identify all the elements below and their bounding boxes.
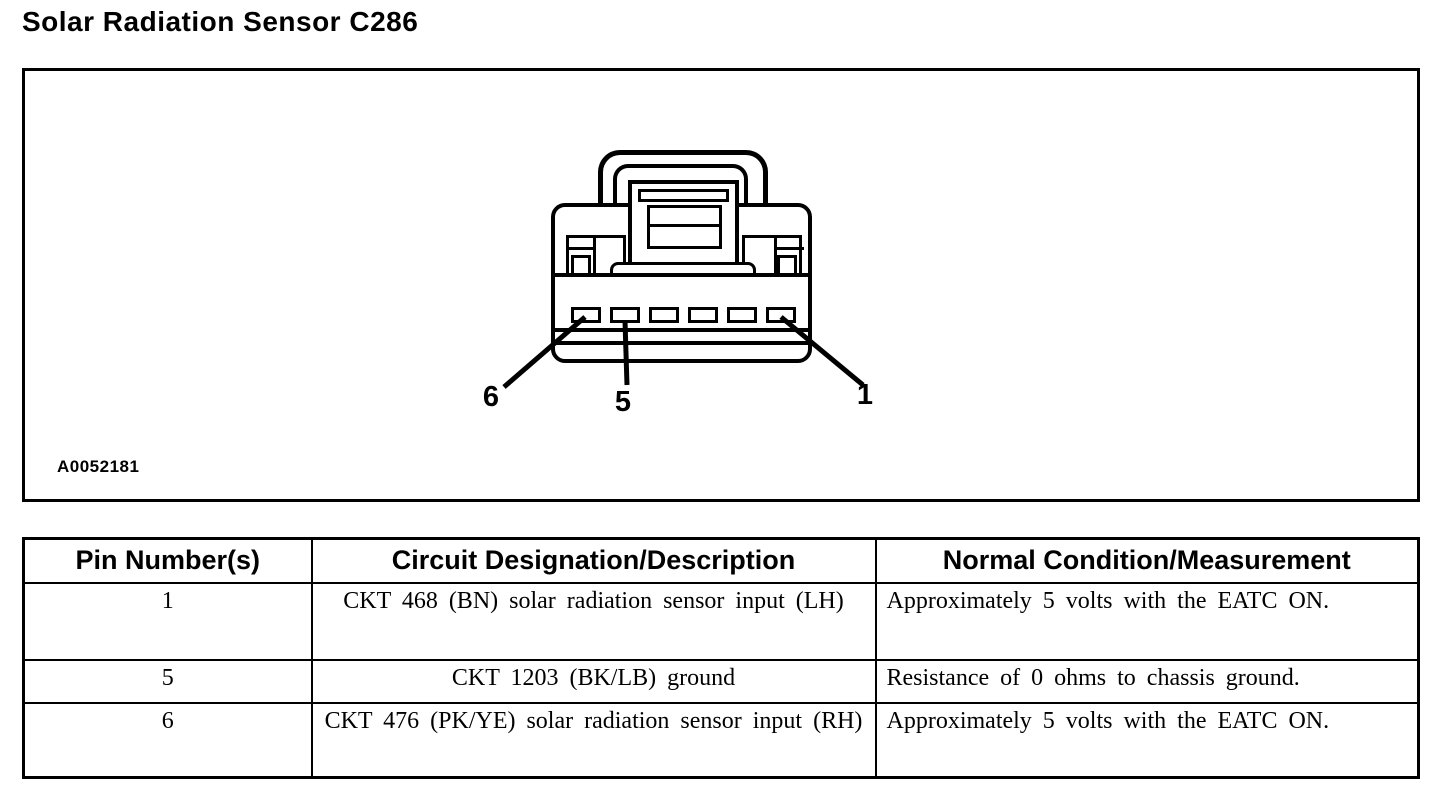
header-pin-number: Pin Number(s): [22, 537, 313, 584]
cell-condition: Approximately 5 volts with the EATC ON.: [874, 581, 1420, 661]
connector-seal-ridge-bottom: [553, 341, 810, 345]
connector-latch-bar: [638, 189, 729, 202]
pin-callout-label-6: 6: [482, 381, 500, 413]
connector-tongue: [610, 262, 756, 274]
pinout-table: Pin Number(s) Circuit Designation/Descri…: [22, 537, 1420, 779]
connector-left-keyway-line: [593, 235, 596, 275]
connector-center-cavity-divider: [647, 224, 722, 227]
pin-cavity-3: [688, 307, 718, 323]
connector-left-keyway-step: [566, 247, 596, 250]
callout-line-pin5: [622, 320, 630, 386]
cell-circuit: CKT 468 (BN) solar radiation sensor inpu…: [310, 581, 877, 661]
callout-line-pin6: [502, 315, 587, 389]
connector-left-keyway: [566, 235, 626, 275]
cell-circuit: CKT 1203 (BK/LB) ground: [310, 658, 877, 704]
connector-right-keyway-slot: [777, 255, 797, 275]
cell-condition: Resistance of 0 ohms to chassis ground.: [874, 658, 1420, 704]
pin-callout-label-5: 5: [614, 386, 632, 418]
table-row: 1 CKT 468 (BN) solar radiation sensor in…: [22, 581, 1420, 661]
cell-condition: Approximately 5 volts with the EATC ON.: [874, 701, 1420, 779]
figure-id: A0052181: [57, 457, 140, 476]
connector-right-keyway: [742, 235, 802, 275]
page-title: Solar Radiation Sensor C286: [22, 6, 419, 37]
connector-body-divider: [553, 273, 810, 277]
connector-latch-outer: [598, 150, 768, 207]
connector-center-cavity: [647, 205, 722, 249]
connector-right-keyway-line: [774, 235, 777, 275]
connector-latch-inner: [613, 164, 748, 207]
pin-cavity-2: [727, 307, 757, 323]
connector-figure: 6 5 1 A0052181: [22, 68, 1420, 502]
pin-cavity-1: [766, 307, 796, 323]
pin-callout-label-1: 1: [856, 379, 874, 411]
connector-seal-ridge-top: [553, 328, 810, 332]
pin-cavity-4: [649, 307, 679, 323]
table-row: 6 CKT 476 (PK/YE) solar radiation sensor…: [22, 701, 1420, 779]
header-circuit-designation: Circuit Designation/Description: [310, 537, 877, 584]
cell-pin: 6: [22, 701, 313, 779]
cell-pin: 1: [22, 581, 313, 661]
pin-cavity-6: [571, 307, 601, 323]
table-row: 5 CKT 1203 (BK/LB) ground Resistance of …: [22, 658, 1420, 704]
connector-left-keyway-slot: [571, 255, 591, 275]
header-normal-condition: Normal Condition/Measurement: [874, 537, 1420, 584]
cell-circuit: CKT 476 (PK/YE) solar radiation sensor i…: [310, 701, 877, 779]
connector-right-keyway-step: [774, 247, 804, 250]
table-header-row: Pin Number(s) Circuit Designation/Descri…: [22, 537, 1420, 584]
callout-line-pin1: [779, 315, 865, 387]
cell-pin: 5: [22, 658, 313, 704]
callout-lines: [502, 315, 865, 389]
